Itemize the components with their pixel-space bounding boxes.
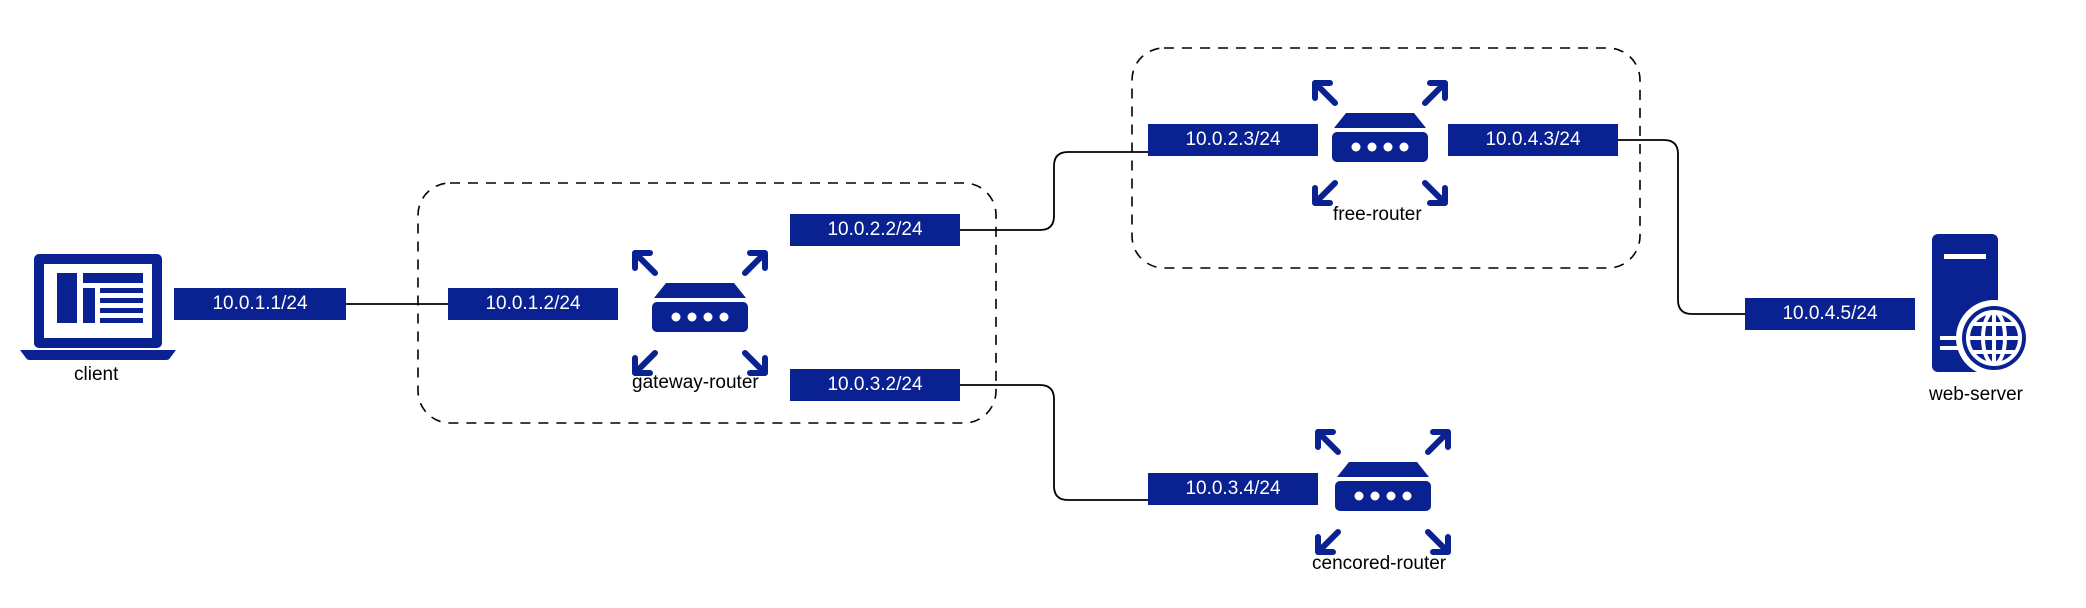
router-icon [1315,429,1451,555]
node-label-censored-router: cencored-router [1312,553,1447,574]
router-icon [1312,80,1448,206]
node-label-client: client [74,364,119,385]
laptop-icon [20,254,176,360]
interface-label-gateway-top: 10.0.2.2/24 [790,214,960,246]
web-server-icon [1932,234,2032,376]
gateway-group-box [417,182,997,424]
node-label-gateway-router: gateway-router [632,372,759,393]
interface-label-free-left: 10.0.2.3/24 [1148,124,1318,156]
link-gateway-free [960,151,1148,231]
link-gateway-censored [960,384,1148,501]
free-router-group-box [1131,47,1641,269]
interface-label-client: 10.0.1.1/24 [174,288,346,320]
router-icon [632,250,768,376]
interface-label-gateway-bottom: 10.0.3.2/24 [790,369,960,401]
interface-label-censored: 10.0.3.4/24 [1148,473,1318,505]
node-label-web-server: web-server [1929,384,2023,405]
interface-label-webserver: 10.0.4.5/24 [1745,298,1915,330]
link-free-webserver [1618,139,1745,315]
node-label-free-router: free-router [1333,204,1422,225]
interface-label-gateway-left: 10.0.1.2/24 [448,288,618,320]
interface-label-free-right: 10.0.4.3/24 [1448,124,1618,156]
